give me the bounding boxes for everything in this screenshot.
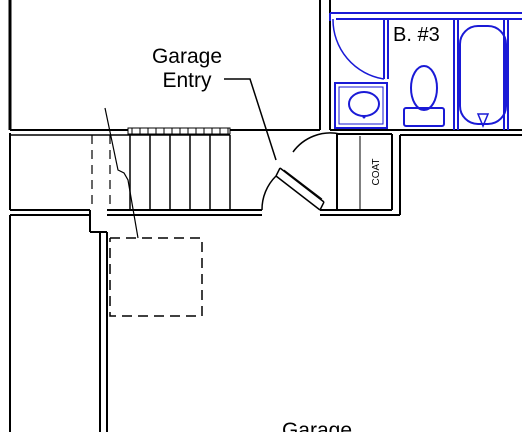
garage-entry-leader bbox=[224, 78, 277, 161]
garage-entry-door bbox=[261, 132, 341, 211]
garage-walls bbox=[9, 134, 522, 432]
garage-entry-label-line2: Entry bbox=[162, 69, 212, 92]
garage-entry-label-line1: Garage bbox=[152, 45, 222, 68]
garage-label: Garage bbox=[282, 419, 352, 432]
coat-closet bbox=[336, 133, 393, 210]
toilet-tank bbox=[403, 107, 445, 127]
sink-icon bbox=[348, 91, 380, 117]
bath-label: B. #3 bbox=[393, 24, 440, 46]
stairs bbox=[10, 107, 231, 239]
bathtub-icon bbox=[459, 25, 507, 125]
tub-drain-icon bbox=[476, 113, 490, 128]
stair-break-line bbox=[104, 107, 139, 239]
vanity-counter bbox=[334, 82, 388, 129]
hallway-walls bbox=[9, 133, 400, 233]
toilet-icon bbox=[410, 65, 438, 111]
coat-closet-label: COAT bbox=[371, 158, 382, 185]
stair-nosing bbox=[127, 127, 231, 135]
bath-walls bbox=[329, 0, 522, 131]
bath-fixtures bbox=[329, 12, 522, 130]
dashed-outline bbox=[109, 237, 203, 317]
